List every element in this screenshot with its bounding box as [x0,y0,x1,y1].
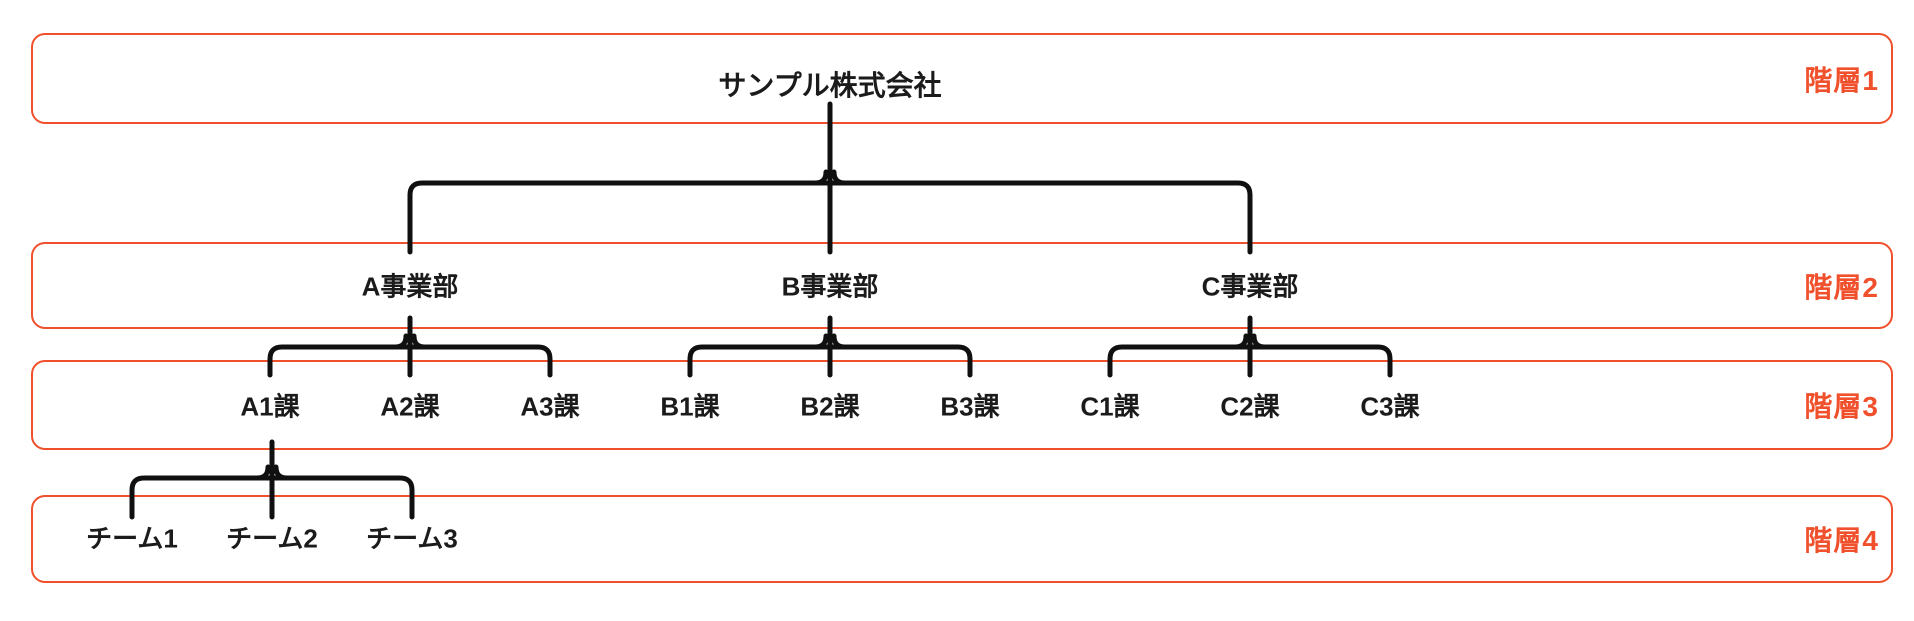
level-4-band: 階層4 [31,495,1893,583]
level-1-band: 階層1 [31,33,1893,124]
root-connector-fillet-left [812,169,829,186]
division-c-fillet-left [1232,333,1249,350]
section-node-a3: A3課 [520,391,580,422]
level-2-band: 階層2 [31,242,1893,329]
division-a-fillet-left [392,333,409,350]
level-4-label: 階層4 [1804,525,1879,556]
division-c-fillet-right [1251,333,1268,350]
section-node-c1: C1課 [1080,391,1140,422]
level-1-label: 階層1 [1804,64,1879,96]
division-node-b: B事業部 [781,271,879,302]
team-node-2: チーム2 [226,523,318,554]
level-2-label: 階層2 [1804,271,1879,303]
section-node-b2: B2課 [800,391,860,422]
root-connector-fillet-right [831,169,848,186]
team-node-1: チーム1 [86,523,178,554]
division-node-a: A事業部 [361,271,459,302]
section-a1-fillet-left [254,464,271,481]
root-node: サンプル株式会社 [718,70,942,101]
section-node-a2: A2課 [380,391,440,422]
division-a-fillet-right [411,333,428,350]
section-node-c2: C2課 [1220,391,1280,422]
team-node-3: チーム3 [366,523,458,554]
section-node-b1: B1課 [660,391,720,422]
section-a1-fillet-right [273,464,290,481]
division-node-c: C事業部 [1201,271,1299,302]
level-3-label: 階層3 [1804,391,1879,422]
section-node-b3: B3課 [940,391,1000,422]
section-node-c3: C3課 [1360,391,1420,422]
division-b-fillet-right [831,333,848,350]
section-node-a1: A1課 [240,391,300,422]
division-b-fillet-left [812,333,829,350]
